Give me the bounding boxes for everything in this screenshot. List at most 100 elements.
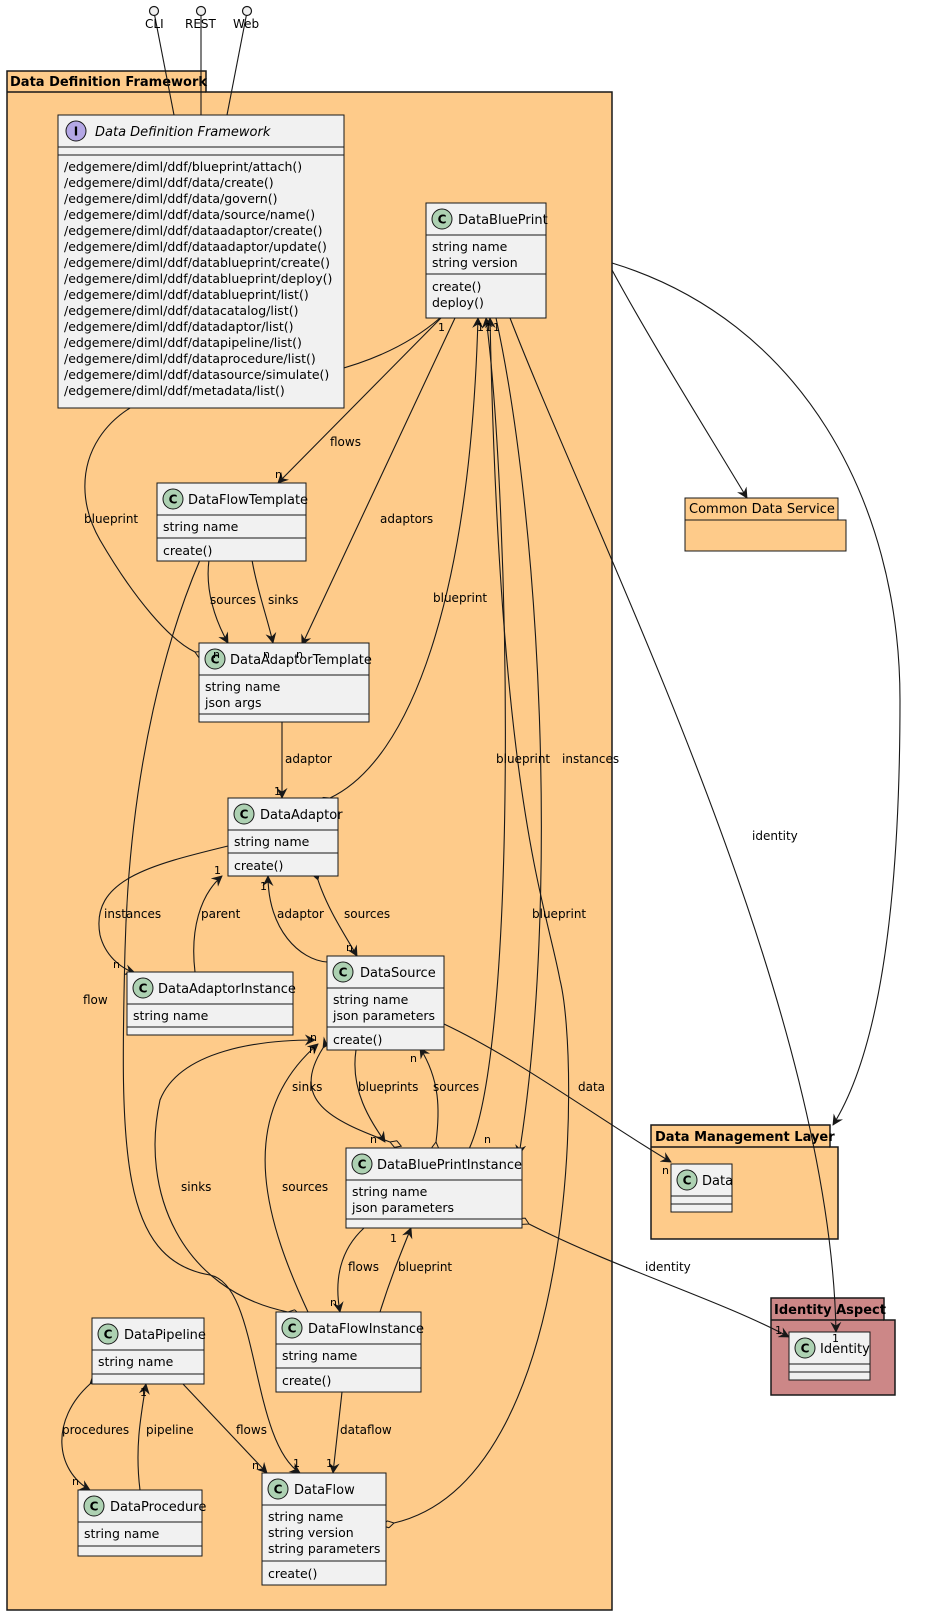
class-dataflow[interactable]: C DataFlow string name string version st… [261,1472,387,1586]
edge-labels: flows blueprint adaptors blueprint sourc… [62,435,798,1437]
multiplicity: n [309,1043,316,1056]
edge-label-adaptor: adaptor [277,907,324,921]
package-common-data-service: Common Data Service [684,497,847,552]
multiplicity: n [330,1296,337,1309]
class-datapipeline[interactable]: C DataPipeline string name [91,1317,206,1385]
cli-connector [153,11,175,116]
edge-label-adaptors: adaptors [380,512,433,526]
web-connector [226,11,248,116]
class-badge-icon [281,1317,303,1339]
attribute: json parameters [332,1008,435,1023]
edge-label-blueprint: blueprint [496,752,550,766]
class-badge-icon [83,1495,105,1517]
attribute: string version [268,1525,354,1540]
edge-blueprint-dml [611,262,901,1126]
class-name: DataProcedure [110,1500,206,1515]
class-name: DataFlowTemplate [188,493,308,508]
edge-label-flows: flows [348,1260,379,1274]
interface-web-label: Web [233,17,259,31]
class-badge-letter: C [288,1322,297,1336]
class-badge-letter: C [274,1483,283,1497]
interface-rest-label: REST [185,17,217,31]
class-dataadaptortemplate[interactable]: C DataAdaptorTemplate string name json a… [198,642,372,723]
edge-label-sources: sources [433,1080,479,1094]
class-badge-icon [351,1153,373,1175]
multiplicity: 1 [390,1232,397,1245]
class-dataprocedure[interactable]: C DataProcedure string name [77,1489,206,1557]
class-name: DataBluePrintInstance [377,1158,522,1173]
class-name: DataAdaptorTemplate [230,653,372,668]
multiplicity: n [113,958,120,971]
edge-adaptor-sources [312,867,358,957]
class-name: DataFlow [294,1483,355,1498]
class-dataflowinstance[interactable]: C DataFlowInstance string name create() [275,1311,424,1393]
multiplicity: 1 [214,864,221,877]
cli-lollipop-icon [148,5,160,17]
multiplicity: 1 [140,1386,147,1399]
web-lollipop-icon [241,5,253,17]
multiplicity: n [275,468,282,481]
edge-pipeline-flows [183,1384,267,1473]
class-databluepintinstance[interactable]: C DataBluePrintInstance string name json… [345,1147,523,1229]
edge-label-blueprint: blueprint [433,591,487,605]
class-name: DataSource [360,966,436,981]
class-identity[interactable]: C Identity [788,1331,871,1381]
edge-adaptorinstance-parent [194,876,222,972]
attribute: string name [205,679,281,694]
edge-label-adaptor: adaptor [285,752,332,766]
class-badge-icon [132,977,154,999]
multiplicity: 1 [293,1457,300,1470]
class-dataflowtemplate[interactable]: C DataFlowTemplate string name create() [156,482,308,562]
multiplicity: n [346,941,353,954]
method: /edgemere/diml/ddf/datablueprint/deploy(… [64,271,332,286]
multiplicity: n [213,648,220,661]
edge-label-sources: sources [210,593,256,607]
method: create() [333,1032,382,1047]
class-ddf-interface[interactable]: I Data Definition Framework /edgemere/di… [57,114,345,409]
class-name: DataAdaptorInstance [158,982,296,997]
class-badge-letter: C [683,1174,692,1188]
attribute: string name [333,992,409,1007]
method: /edgemere/diml/ddf/dataadaptor/update() [64,239,327,254]
method: create() [163,543,212,558]
attribute: string name [282,1348,358,1363]
class-data[interactable]: C Data [670,1163,733,1213]
edge-label-sinks: sinks [268,593,298,607]
multiplicity: 1 [477,321,484,334]
multiplicity: 1 [438,321,445,334]
edge-flowinstance-sinks [154,1040,315,1312]
method: /edgemere/diml/ddf/data/govern() [64,191,277,206]
method: create() [282,1373,331,1388]
method: /edgemere/diml/ddf/metadata/list() [64,383,285,398]
class-dataadaptor[interactable]: C DataAdaptor string name create() [227,797,343,877]
edge-pipeline-procedures [61,1375,100,1491]
class-badge-letter: C [801,1342,810,1356]
multiplicity: 1 [274,785,281,798]
multiplicity: n [370,1133,377,1146]
attribute: string name [268,1509,344,1524]
multiplicity: n [410,1052,417,1065]
attribute: string name [432,239,508,254]
class-databluepint[interactable]: C DataBluePrint string name string versi… [425,202,548,319]
class-name: DataPipeline [124,1328,206,1343]
multiplicity: n [263,648,270,661]
method: /edgemere/diml/ddf/dataprocedure/list() [64,351,316,366]
edge-label-blueprint: blueprint [532,907,586,921]
class-badge-icon [162,488,184,510]
class-badge-icon [794,1337,816,1359]
edge-source-adaptor [268,876,327,962]
multiplicity: n [252,1459,259,1472]
class-badge-icon [676,1169,698,1191]
edge-label-blueprint: blueprint [398,1260,452,1274]
method: /edgemere/diml/ddf/datadaptor/list() [64,319,294,334]
class-badge-icon [204,648,226,670]
attribute: string name [98,1354,174,1369]
multiplicity: 1 [832,1332,839,1345]
interface-badge-icon [65,120,87,142]
class-datasource[interactable]: C DataSource string name json parameters… [326,955,445,1051]
class-dataadaptorinstance[interactable]: C DataAdaptorInstance string name [126,971,296,1036]
interface-cli-label: CLI [145,17,164,31]
class-badge-icon [267,1478,289,1500]
package-title-cds: Common Data Service [689,502,835,517]
class-badge-letter: C [169,493,178,507]
